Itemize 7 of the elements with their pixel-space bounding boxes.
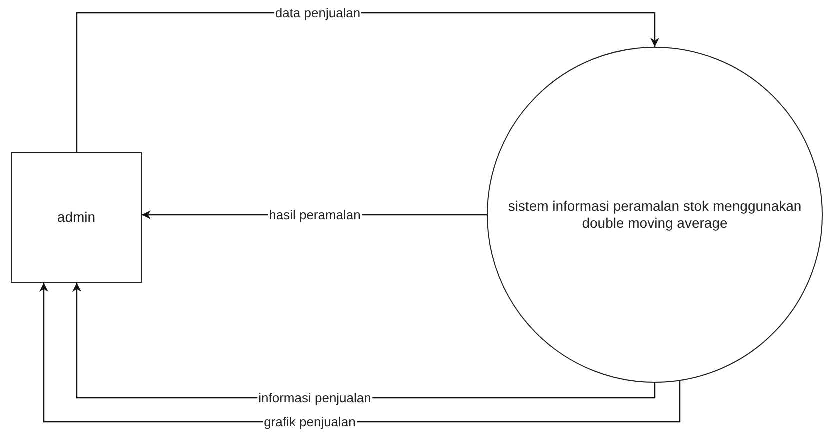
edge-label: hasil peramalan [268,208,362,222]
edge-label: grafik penjualan [263,414,357,430]
edge-label: data penjualan [274,6,362,20]
entity-box [11,152,142,283]
node-label: admin [57,209,96,226]
edge-label: informasi penjualan [258,390,372,406]
node-label: sistem informasi peramalan stok menggunakan double moving average [507,198,803,232]
